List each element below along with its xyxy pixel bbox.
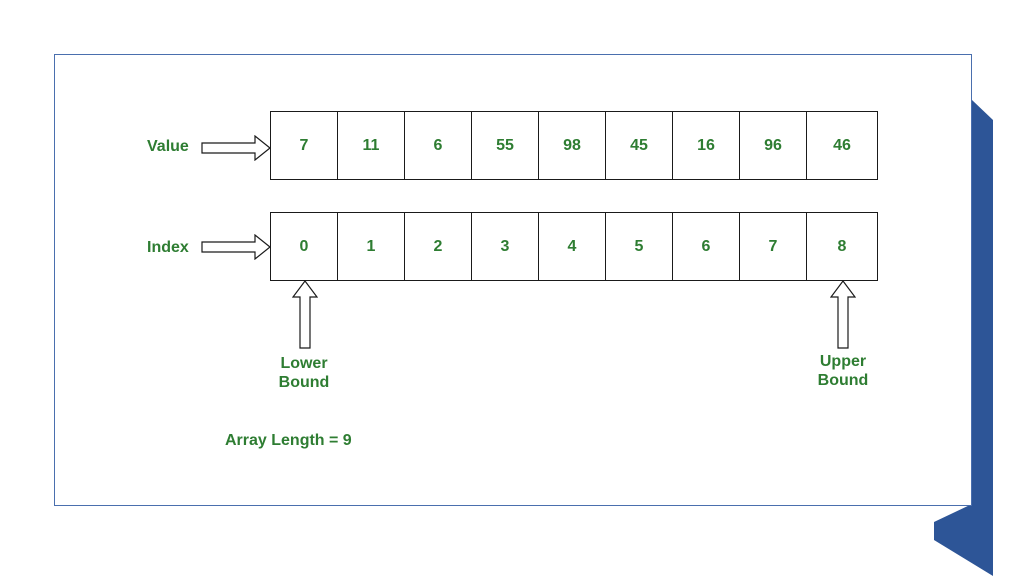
lower-bound-label: Lower Bound: [264, 354, 344, 392]
index-array: 0 1 2 3 4 5 6 7 8: [270, 212, 878, 281]
value-cell: 96: [740, 112, 807, 179]
index-cell: 8: [837, 237, 847, 255]
upper-bound-line2: Bound: [817, 372, 869, 389]
upper-bound-line1: Upper: [819, 353, 867, 370]
lower-bound-line1: Lower: [280, 355, 328, 372]
array-length-label: Array Length = 9: [225, 432, 352, 449]
index-arrow-icon: [201, 234, 271, 260]
index-row-label: Index: [147, 239, 189, 256]
lower-bound-arrow-icon: [292, 280, 318, 349]
index-cell: 4: [539, 213, 606, 280]
index-cell: 5: [606, 213, 673, 280]
value-cell: 11: [338, 112, 405, 179]
value-cell: 46: [833, 136, 851, 154]
lower-bound-line2: Bound: [278, 374, 330, 391]
index-cell: 2: [405, 213, 472, 280]
value-cell: 6: [405, 112, 472, 179]
index-cell: 7: [740, 213, 807, 280]
value-cell: 55: [472, 112, 539, 179]
index-cell: 0: [271, 213, 338, 280]
index-cell: 1: [338, 213, 405, 280]
value-cell: 16: [673, 112, 740, 179]
index-cell: 3: [472, 213, 539, 280]
value-cell: 45: [606, 112, 673, 179]
index-cell: 6: [673, 213, 740, 280]
ribbon-shape: [934, 100, 993, 576]
diagram-card: Value 7 11 6 55 98 45 16 96 46 Index 0 1…: [54, 54, 972, 506]
value-arrow-icon: [201, 135, 271, 161]
value-array: 7 11 6 55 98 45 16 96 46: [270, 111, 878, 180]
value-cell: 7: [271, 112, 338, 179]
value-row-label: Value: [147, 138, 189, 155]
upper-bound-label: Upper Bound: [803, 352, 883, 390]
upper-bound-arrow-icon: [830, 280, 856, 349]
value-cell: 98: [539, 112, 606, 179]
